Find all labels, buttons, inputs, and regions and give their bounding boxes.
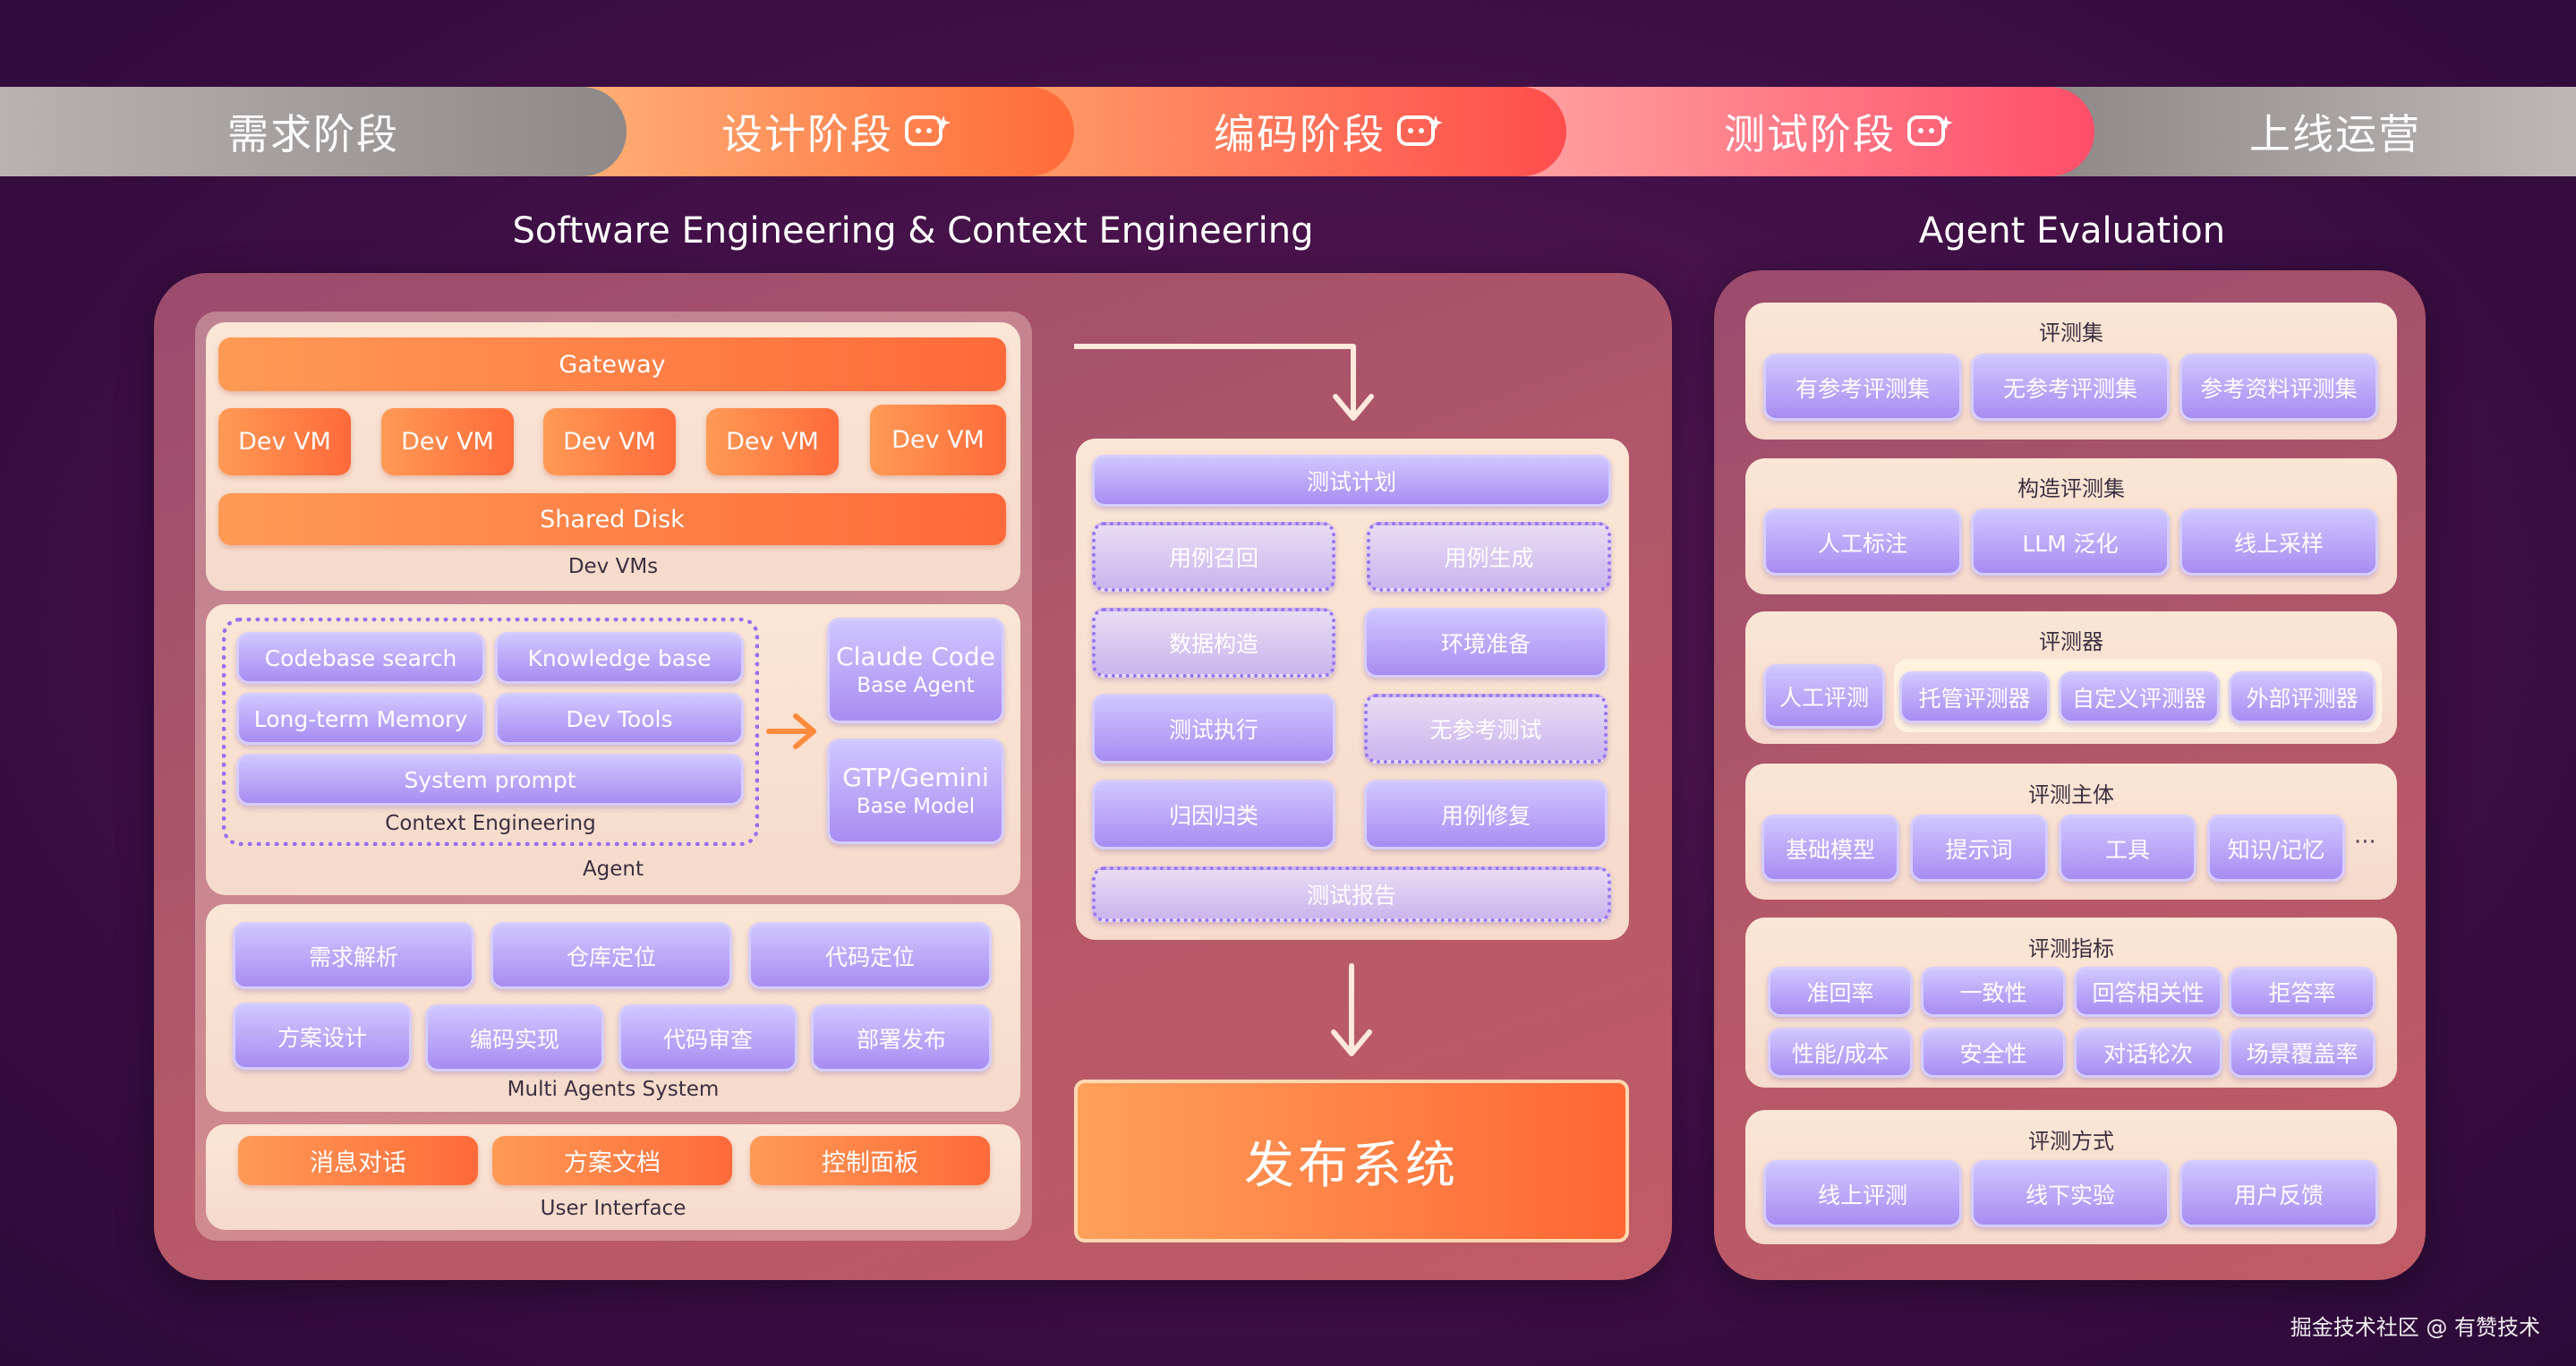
arrow-right-icon bbox=[766, 713, 816, 749]
subject-knowledge-memory: 知识/记忆 bbox=[2207, 815, 2345, 882]
phase-requirements: 需求阶段 bbox=[0, 87, 627, 176]
repo-locate: 仓库定位 bbox=[490, 922, 732, 989]
eval-subjects-title: 评测主体 bbox=[2028, 782, 2114, 807]
metric-answer-relevance: 回答相关性 bbox=[2074, 967, 2222, 1017]
eval-methods-title: 评测方式 bbox=[2028, 1129, 2114, 1154]
dev-tools: Dev Tools bbox=[495, 693, 744, 745]
left-section-title: Software Engineering & Context Engineeri… bbox=[512, 210, 1314, 252]
long-term-memory: Long-term Memory bbox=[236, 693, 485, 745]
metric-performance-cost: 性能/成本 bbox=[1768, 1028, 1913, 1078]
hosted-evaluator: 托管评测器 bbox=[1899, 671, 2050, 723]
dev-vm: Dev VM bbox=[218, 408, 351, 475]
ai-chat-icon bbox=[905, 115, 951, 146]
case-repair: 用例修复 bbox=[1364, 780, 1608, 849]
subject-base-model: 基础模型 bbox=[1761, 815, 1899, 882]
metric-consistency: 一致性 bbox=[1921, 967, 2066, 1017]
knowledge-base: Knowledge base bbox=[495, 632, 744, 684]
phase-label: 编码阶段 bbox=[1214, 110, 1386, 158]
more-ellipsis: ··· bbox=[2354, 829, 2376, 856]
manual-annotation: 人工标注 bbox=[1763, 508, 1962, 576]
phase-coding: 编码阶段 bbox=[1029, 87, 1566, 176]
metric-refusal-rate: 拒答率 bbox=[2229, 967, 2376, 1017]
llm-generalization: LLM 泛化 bbox=[1971, 508, 2170, 576]
metric-safety: 安全性 bbox=[1921, 1028, 2066, 1078]
phase-label: 上线运营 bbox=[2249, 110, 2421, 158]
deploy-release: 部署发布 bbox=[811, 1004, 992, 1071]
attribution-classification: 归因归类 bbox=[1092, 780, 1335, 849]
phase-label: 设计阶段 bbox=[721, 110, 893, 158]
dev-vm: Dev VM bbox=[706, 408, 839, 475]
solution-design: 方案设计 bbox=[233, 1003, 412, 1070]
context-engineering-area bbox=[222, 618, 759, 846]
ai-chat-icon bbox=[1397, 115, 1443, 146]
requirement-analysis: 需求解析 bbox=[233, 922, 474, 989]
online-sampling: 线上采样 bbox=[2179, 508, 2378, 576]
eval-sets-title: 评测集 bbox=[2039, 320, 2103, 346]
dev-vm: Dev VM bbox=[381, 408, 514, 475]
coding-implementation: 编码实现 bbox=[425, 1004, 604, 1071]
eval-set-reference-docs: 参考资料评测集 bbox=[2179, 354, 2378, 421]
code-review: 代码审查 bbox=[618, 1004, 798, 1071]
base-agent-title: Claude Code bbox=[836, 641, 995, 671]
release-system: 发布系统 bbox=[1074, 1080, 1629, 1242]
base-model-title: GTP/Gemini bbox=[842, 762, 989, 792]
ai-chat-icon bbox=[1907, 115, 1953, 146]
human-evaluation: 人工评测 bbox=[1763, 664, 1885, 729]
footer-credit: 掘金技术社区 @ 有赞技术 bbox=[2290, 1315, 2540, 1340]
eval-set-with-reference: 有参考评测集 bbox=[1763, 354, 1962, 421]
metric-dialogue-turns: 对话轮次 bbox=[2074, 1028, 2222, 1078]
right-section-title: Agent Evaluation bbox=[1918, 210, 2226, 252]
base-agent: Claude Code Base Agent bbox=[827, 618, 1004, 723]
data-construction: 数据构造 bbox=[1092, 608, 1335, 678]
dev-vms-caption: Dev VMs bbox=[567, 555, 659, 578]
user-interface-caption: User Interface bbox=[540, 1197, 687, 1220]
codebase-search: Codebase search bbox=[236, 632, 485, 684]
dev-vm: Dev VM bbox=[543, 408, 676, 475]
testing-group bbox=[1076, 439, 1629, 940]
custom-evaluator: 自定义评测器 bbox=[2059, 671, 2220, 723]
dev-vm: Dev VM bbox=[870, 405, 1006, 475]
test-plan: 测试计划 bbox=[1092, 455, 1611, 507]
phase-design: 设计阶段 bbox=[537, 87, 1074, 176]
external-evaluator: 外部评测器 bbox=[2229, 671, 2376, 723]
ui-solution-doc: 方案文档 bbox=[492, 1136, 732, 1185]
evaluators-title: 评测器 bbox=[2039, 629, 2103, 654]
case-recall: 用例召回 bbox=[1092, 522, 1335, 592]
no-reference-test: 无参考测试 bbox=[1364, 694, 1608, 764]
agent-caption: Agent bbox=[582, 858, 644, 881]
test-report: 测试报告 bbox=[1092, 867, 1611, 922]
base-agent-sub: Base Agent bbox=[857, 674, 975, 698]
code-locate: 代码定位 bbox=[748, 922, 992, 989]
base-model-sub: Base Model bbox=[856, 795, 976, 819]
phase-operations: 上线运营 bbox=[2050, 87, 2576, 176]
subject-prompt: 提示词 bbox=[1910, 815, 2048, 882]
online-evaluation: 线上评测 bbox=[1763, 1160, 1962, 1227]
eval-set-no-reference: 无参考评测集 bbox=[1971, 354, 2170, 421]
phase-label: 测试阶段 bbox=[1724, 110, 1896, 158]
test-execution: 测试执行 bbox=[1092, 694, 1335, 764]
phase-label: 需求阶段 bbox=[227, 110, 399, 158]
flow-arrow-icon bbox=[1074, 344, 1374, 421]
ui-message-chat: 消息对话 bbox=[238, 1136, 478, 1185]
phase-testing: 测试阶段 bbox=[1522, 87, 2094, 176]
base-model: GTP/Gemini Base Model bbox=[827, 738, 1004, 844]
ui-control-panel: 控制面板 bbox=[750, 1136, 990, 1185]
shared-disk: Shared Disk bbox=[218, 493, 1006, 545]
arrow-down-icon bbox=[1331, 963, 1372, 1056]
user-feedback: 用户反馈 bbox=[2179, 1160, 2378, 1227]
gateway: Gateway bbox=[218, 337, 1006, 391]
multi-agents-caption: Multi Agents System bbox=[507, 1078, 720, 1101]
metric-scenario-coverage: 场景覆盖率 bbox=[2229, 1028, 2376, 1078]
system-prompt: System prompt bbox=[236, 754, 744, 806]
offline-experiment: 线下实验 bbox=[1971, 1160, 2170, 1227]
subject-tools: 工具 bbox=[2059, 815, 2196, 882]
environment-prep: 环境准备 bbox=[1364, 608, 1608, 678]
metric-recall-rate: 准回率 bbox=[1768, 967, 1913, 1017]
context-engineering-caption: Context Engineering bbox=[385, 812, 596, 835]
build-eval-set-title: 构造评测集 bbox=[2017, 476, 2125, 501]
case-generation: 用例生成 bbox=[1367, 522, 1611, 592]
eval-metrics-title: 评测指标 bbox=[2028, 936, 2114, 961]
